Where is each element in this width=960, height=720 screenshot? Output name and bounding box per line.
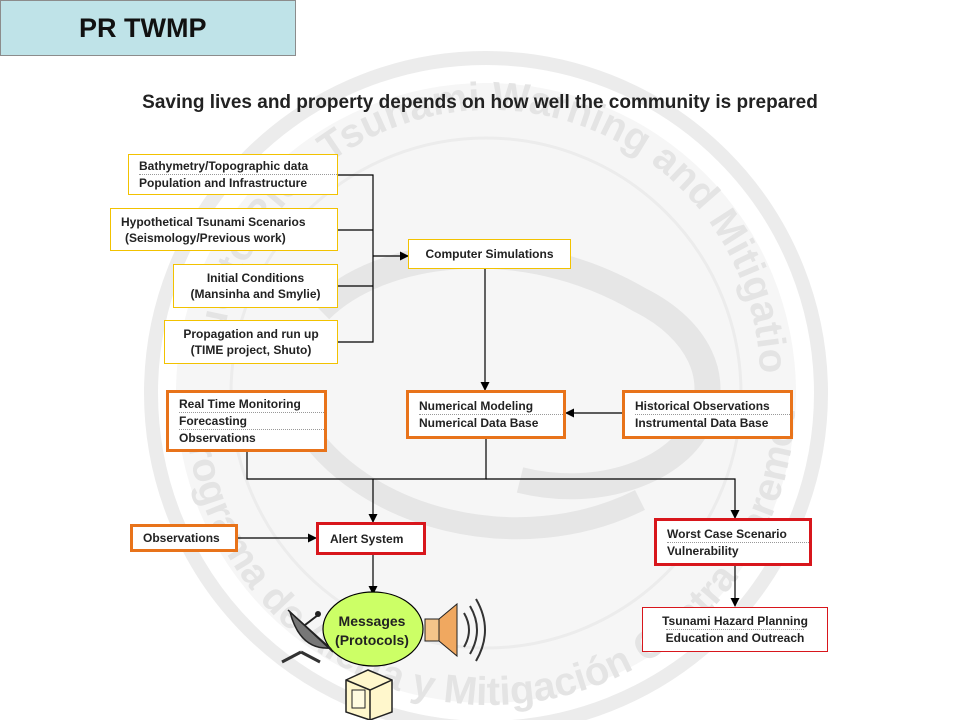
input-propagation-box: Propagation and run up (TIME project, Sh… [164,320,338,364]
box-line: Bathymetry/Topographic data [139,159,309,173]
box-line: Alert System [330,532,404,546]
box-line: Worst Case Scenario [667,526,787,541]
box-line: Historical Observations [635,399,770,413]
messages-ellipse [322,591,424,667]
box-line: Real Time Monitoring [179,397,301,411]
messages-line: Messages [338,613,406,629]
messages-line: (Protocols) [335,632,409,648]
input-scenarios-box: Hypothetical Tsunami Scenarios (Seismolo… [110,208,338,251]
box-line: Forecasting [179,412,324,429]
observations-box: Observations [130,524,238,552]
input-bathymetry-box: Bathymetry/Topographic data Population a… [128,154,338,195]
box-line: Population and Infrastructure [139,174,337,191]
real-time-monitoring-box: Real Time Monitoring Forecasting Observa… [166,390,327,452]
computer-simulations-box: Computer Simulations [408,239,571,269]
box-line: Numerical Modeling [419,399,534,413]
box-line: Education and Outreach [665,629,805,645]
messages-label: Messages (Protocols) [322,612,422,650]
box-line: Propagation and run up [183,327,319,341]
box-line: (Mansinha and Smylie) [190,287,321,301]
box-line: (TIME project, Shuto) [190,343,312,357]
box-line: Computer Simulations [425,247,554,261]
alert-system-box: Alert System [316,522,426,555]
title-badge: PR TWMP [0,0,296,56]
computer-monitor-icon [345,669,393,720]
headline: Saving lives and property depends on how… [142,92,818,113]
speaker-icon [424,598,486,662]
page-title: PR TWMP [79,12,207,43]
historical-observations-box: Historical Observations Instrumental Dat… [622,390,793,439]
worst-case-scenario-box: Worst Case Scenario Vulnerability [654,518,812,566]
box-line: Instrumental Data Base [635,414,790,431]
numerical-modeling-box: Numerical Modeling Numerical Data Base [406,390,566,439]
input-initial-conditions-box: Initial Conditions (Mansinha and Smylie) [173,264,338,308]
box-line: (Seismology/Previous work) [125,230,286,245]
box-line: Tsunami Hazard Planning [662,614,808,628]
box-line: Observations [143,531,220,545]
box-line: Observations [179,429,324,446]
satellite-dish-icon [281,609,334,664]
box-line: Numerical Data Base [419,414,563,431]
box-line: Vulnerability [667,541,809,559]
hazard-planning-box: Tsunami Hazard Planning Education and Ou… [642,607,828,652]
box-line: Initial Conditions [206,271,305,285]
box-line: Hypothetical Tsunami Scenarios [121,214,306,229]
